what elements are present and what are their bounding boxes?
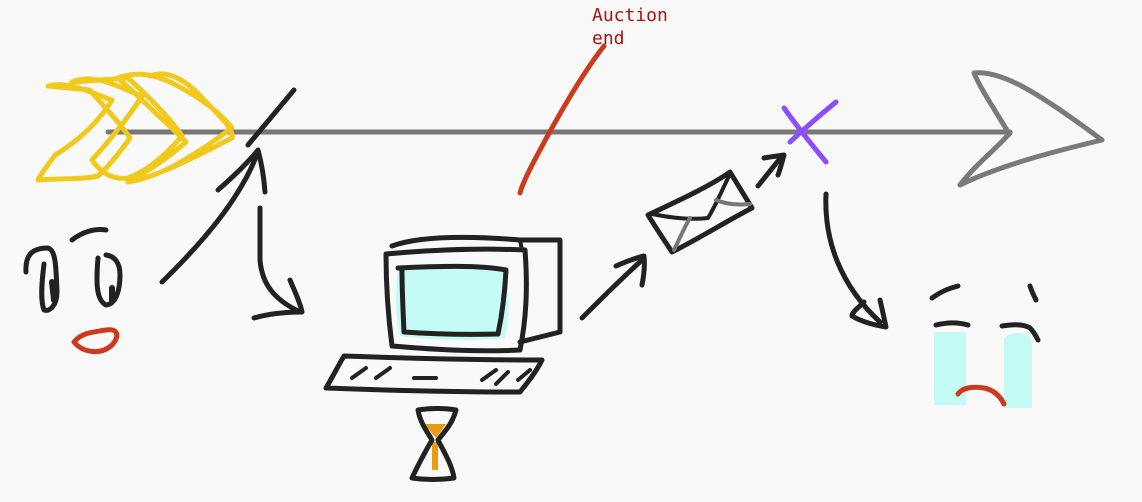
computer-screen-fill xyxy=(395,263,509,341)
envelope-fold-right xyxy=(714,198,752,207)
timeline-fletching-icon xyxy=(35,71,235,185)
envelope xyxy=(645,169,755,255)
computer-key-5 xyxy=(516,368,532,382)
bidder-face xyxy=(23,227,123,355)
computer-screen-bezel xyxy=(395,263,509,337)
envelope-fold-left xyxy=(672,216,692,252)
crying-right-tear xyxy=(1004,333,1032,408)
computer-monitor-edge xyxy=(518,238,524,252)
arrowhead-cancel-to-outcome xyxy=(849,297,889,330)
arrowhead-envelope-to-cancel xyxy=(761,152,787,178)
arrowhead-computer-to-envelope xyxy=(613,253,647,288)
crying-left-brow xyxy=(929,283,961,301)
computer-key-4 xyxy=(494,370,510,386)
envelope-flap xyxy=(650,172,732,221)
arrowhead-timeline-to-computer xyxy=(251,277,305,321)
bidder-left-pupil xyxy=(49,279,57,303)
arrow-bidder-to-timeline xyxy=(159,149,261,285)
bidder-left-eye xyxy=(23,245,60,313)
computer-monitor-front xyxy=(383,246,529,354)
cancel-x-icon xyxy=(781,99,839,165)
computer-monitor-top xyxy=(389,235,563,345)
arrow-timeline-to-computer xyxy=(257,205,303,315)
bidder-right-brow xyxy=(69,227,109,243)
bidder-right-eye xyxy=(94,252,123,308)
timeline-arrowhead-icon xyxy=(957,70,1105,188)
hourglass xyxy=(409,406,459,482)
hourglass-sand xyxy=(424,424,446,470)
arrow-computer-to-envelope xyxy=(579,257,645,321)
computer-key-3 xyxy=(480,368,498,382)
computer-key-1 xyxy=(350,366,368,380)
crying-right-eye xyxy=(999,322,1041,343)
hourglass-frame xyxy=(409,406,459,482)
arrow-cancel-to-outcome xyxy=(823,191,883,325)
envelope-body xyxy=(645,169,755,255)
crying-face xyxy=(929,283,1041,408)
crying-left-eye xyxy=(933,320,971,328)
crying-mouth xyxy=(955,384,1007,407)
start-tick-mark xyxy=(245,87,297,148)
computer-keyboard xyxy=(323,353,545,395)
crying-right-brow xyxy=(1027,283,1039,303)
crying-left-tear xyxy=(934,332,966,405)
auction-end-marker xyxy=(517,43,607,196)
arrow-envelope-to-cancel xyxy=(755,153,785,189)
arrowhead-bidder-to-timeline xyxy=(215,147,268,195)
computer-key-2 xyxy=(374,366,392,380)
bidder-mouth xyxy=(71,327,120,355)
computer xyxy=(323,235,563,395)
auction-end-label: Auction end xyxy=(592,5,668,49)
